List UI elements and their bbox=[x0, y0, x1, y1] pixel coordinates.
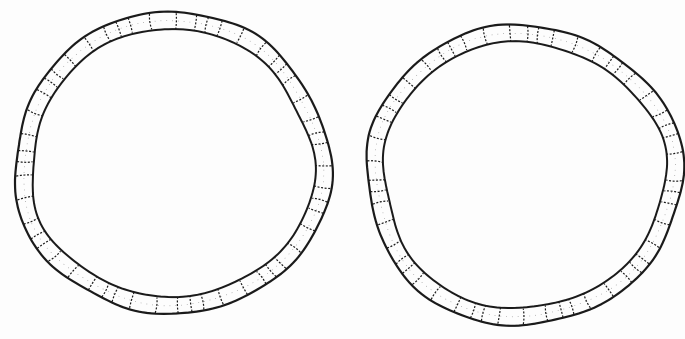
left-ring-segment bbox=[177, 298, 178, 313]
right-ring-segment bbox=[527, 26, 528, 41]
right-ring-segment bbox=[483, 29, 487, 44]
right-ring-segment bbox=[655, 220, 670, 225]
right-ring-segment bbox=[592, 48, 600, 61]
right-ring-segment bbox=[370, 136, 385, 140]
left-ring-segment bbox=[130, 293, 134, 308]
right-ring-segment bbox=[605, 56, 614, 68]
left-ring-segment bbox=[155, 298, 157, 313]
right-ring-segment bbox=[470, 303, 475, 318]
left-ring-segment bbox=[218, 290, 223, 305]
right-ring-segment bbox=[389, 95, 402, 103]
left-ring-inner-edge bbox=[33, 29, 316, 297]
right-ring-segment bbox=[646, 240, 659, 248]
left-ring-segment bbox=[257, 272, 266, 284]
left-ring-segment bbox=[21, 134, 36, 137]
left-ring-segment bbox=[294, 95, 308, 102]
left-ring-segment bbox=[149, 14, 151, 29]
left-ring-segment bbox=[240, 281, 247, 295]
left-ring-segment bbox=[190, 296, 192, 311]
right-ring-segment bbox=[387, 240, 400, 248]
left-ring-segment bbox=[44, 78, 57, 87]
right-ring-outer-edge bbox=[367, 25, 685, 326]
left-ring-segment bbox=[176, 13, 177, 28]
left-ring-segment bbox=[65, 55, 76, 66]
left-ring-segment bbox=[116, 22, 121, 36]
right-ring-texture bbox=[375, 33, 675, 317]
left-ring-segment bbox=[283, 76, 295, 85]
left-ring-segment bbox=[288, 243, 301, 252]
right-ring-inner-edge bbox=[383, 41, 667, 308]
left-ring-segment bbox=[51, 69, 63, 79]
left-ring-segment bbox=[201, 294, 204, 309]
right-ring-segment bbox=[630, 263, 642, 273]
right-ring bbox=[367, 25, 685, 326]
right-ring-segment bbox=[378, 219, 393, 224]
right-ring-segment bbox=[559, 302, 563, 317]
right-ring-segment bbox=[621, 271, 632, 282]
left-ring-segment bbox=[16, 175, 31, 176]
left-ring-segment bbox=[18, 151, 33, 152]
right-ring-segment bbox=[396, 255, 408, 264]
left-ring-segment bbox=[112, 287, 118, 301]
left-ring-segment bbox=[104, 27, 111, 41]
right-ring-segment bbox=[604, 284, 613, 297]
right-ring-segment bbox=[624, 74, 635, 85]
left-ring-segment bbox=[275, 64, 286, 74]
left-ring-segment bbox=[269, 55, 280, 66]
left-ring-segment bbox=[128, 18, 132, 33]
right-ring-segment bbox=[640, 91, 653, 100]
right-ring-segment bbox=[584, 294, 591, 308]
left-ring-segment bbox=[85, 38, 94, 51]
left-ring-segment bbox=[312, 142, 327, 144]
right-ring-segment bbox=[438, 49, 446, 62]
left-ring-segment bbox=[217, 21, 222, 36]
right-ring-segment bbox=[382, 105, 396, 112]
left-ring-segment bbox=[49, 251, 61, 261]
right-ring-segment bbox=[422, 60, 432, 72]
left-ring-segment bbox=[24, 218, 38, 224]
right-ring-segment bbox=[572, 38, 578, 52]
right-ring-segment bbox=[454, 298, 461, 312]
right-ring-segment bbox=[569, 299, 574, 314]
right-ring-segment bbox=[369, 180, 384, 181]
left-ring-segment bbox=[28, 110, 42, 116]
left-ring-outer-edge bbox=[15, 12, 333, 314]
left-ring-segment bbox=[275, 258, 286, 269]
right-ring-segment bbox=[653, 110, 667, 117]
left-ring-texture bbox=[24, 21, 324, 306]
left-ring-segment bbox=[37, 90, 50, 98]
right-ring-segment bbox=[403, 78, 415, 88]
right-ring-segment bbox=[636, 254, 648, 263]
right-ring-segment bbox=[551, 30, 554, 45]
right-ring-segment bbox=[403, 263, 415, 273]
left-ring-segment bbox=[309, 208, 324, 213]
right-ring-segment bbox=[659, 123, 674, 128]
left-ring-segment bbox=[266, 265, 276, 277]
left-ring-segment bbox=[301, 224, 315, 231]
right-ring-segment bbox=[498, 308, 501, 323]
left-ring-segment bbox=[17, 161, 32, 162]
left-ring-segment bbox=[18, 196, 33, 200]
left-ring bbox=[15, 12, 333, 314]
left-ring-segment bbox=[304, 117, 319, 122]
left-ring-segment bbox=[31, 231, 44, 239]
right-ring-segment bbox=[448, 42, 455, 56]
right-ring-segment bbox=[461, 36, 467, 50]
right-ring-segment bbox=[377, 116, 391, 122]
left-ring-segment bbox=[257, 43, 266, 55]
left-ring-segment bbox=[102, 283, 109, 297]
